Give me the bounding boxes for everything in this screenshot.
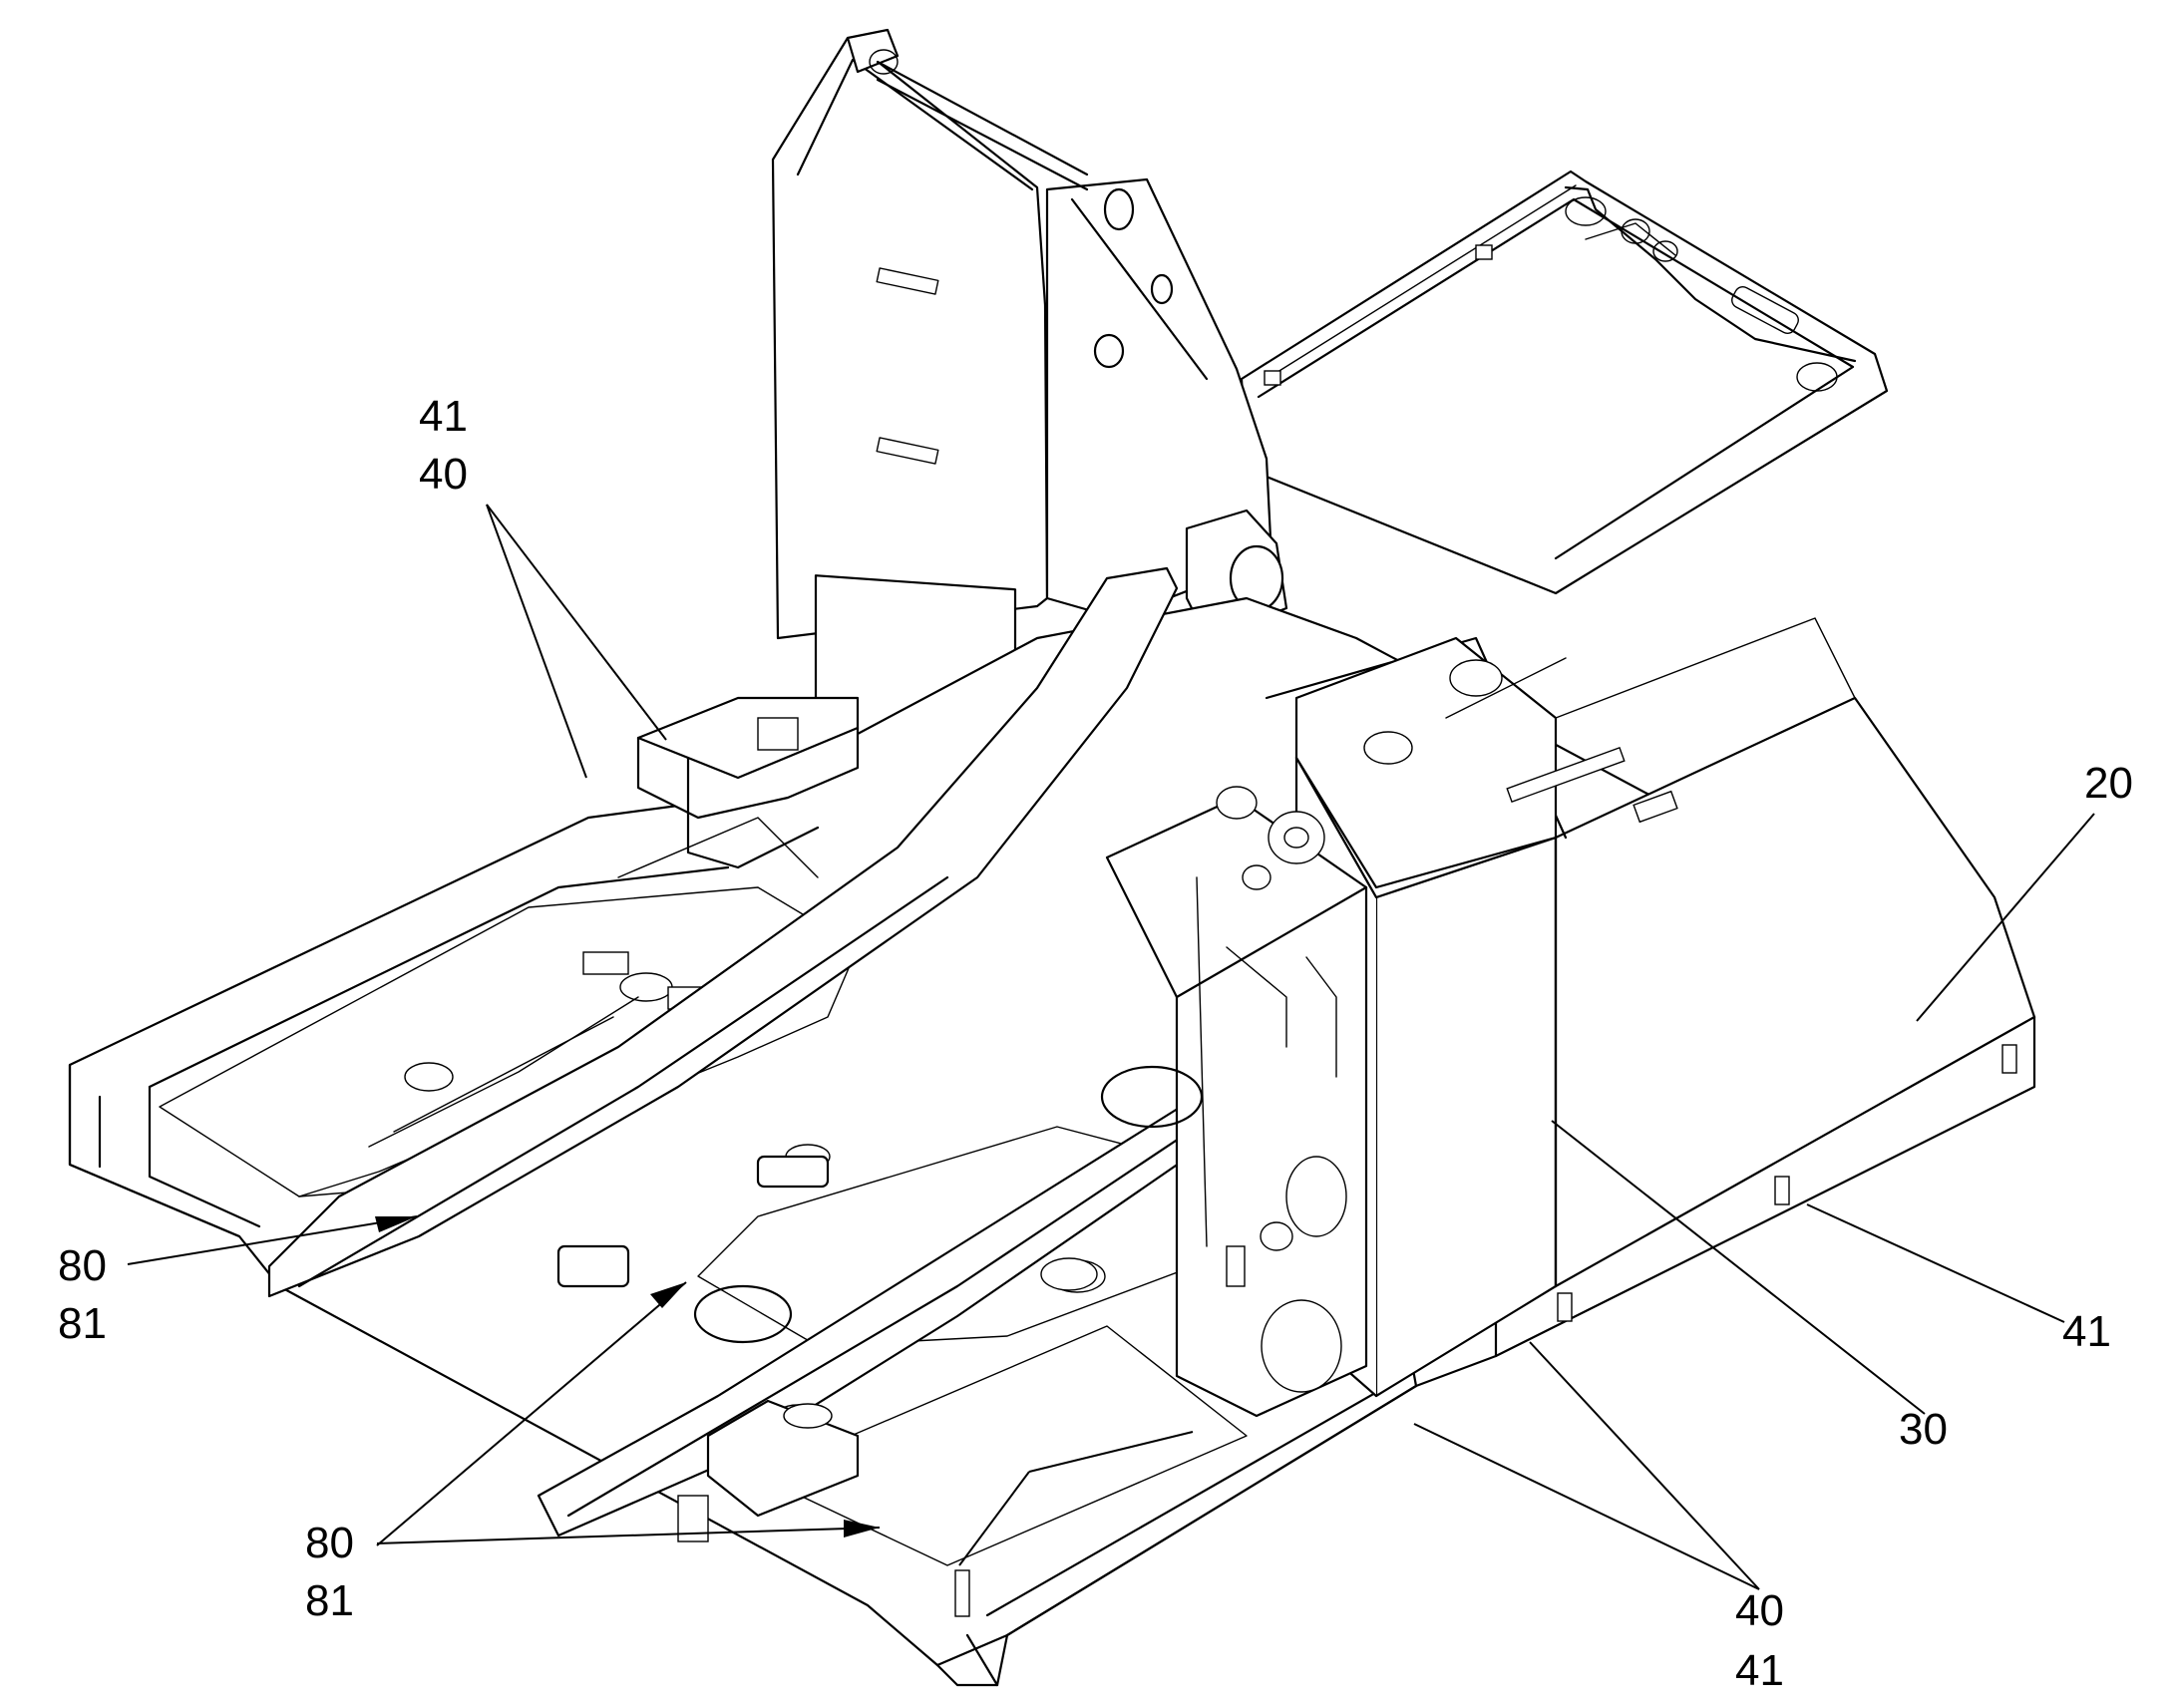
- callout-81-bottom: 81: [305, 1576, 354, 1625]
- callout-81-left: 81: [58, 1299, 107, 1348]
- callout-80-81-left: 80 81: [58, 1241, 107, 1348]
- callout-40-top: 40: [419, 450, 468, 499]
- leader-41-40-to-bracket: [486, 504, 667, 741]
- callout-80-81-bottom: 80 81: [305, 1519, 354, 1625]
- callout-20: 20: [2084, 759, 2133, 808]
- leader-41-right: [1806, 1203, 2065, 1323]
- arrowhead-80-bottom-a: [650, 1282, 686, 1308]
- diagonal-arm: [267, 566, 1249, 1537]
- leader-80-81-bottom-c: [958, 1471, 1030, 1566]
- mount-bracket: [636, 696, 860, 869]
- ring-and-pads: [556, 1065, 1204, 1617]
- leader-80-81-bottom-b: [376, 1527, 881, 1544]
- arrowhead-80-bottom-b: [844, 1520, 880, 1537]
- callout-80-left: 80: [58, 1241, 107, 1290]
- leader-80-81-bottom-a: [376, 1281, 687, 1546]
- callout-41-bottom: 41: [1735, 1646, 1784, 1695]
- callout-80-bottom: 80: [305, 1519, 354, 1567]
- leader-41-40-to-rail: [486, 504, 587, 779]
- leader-lines: [127, 504, 2095, 1590]
- callout-41-top: 41: [419, 392, 468, 441]
- leader-40-41-b: [1529, 1341, 1760, 1590]
- leader-80-81-left: [127, 1215, 418, 1265]
- leader-20: [1916, 813, 2095, 1022]
- callout-41-right: 41: [2062, 1307, 2111, 1356]
- leader-40-41-a: [1413, 1423, 1760, 1590]
- arrowhead-80-left: [375, 1216, 417, 1232]
- rear-frame: [1240, 170, 1889, 595]
- leader-30: [1551, 1120, 1926, 1415]
- callout-41-40-top: 41 40: [419, 392, 468, 499]
- boom-mast: [771, 28, 1288, 751]
- leader-80-81-bottom-d: [1028, 1431, 1194, 1473]
- callout-30: 30: [1899, 1405, 1948, 1454]
- valve-block: [1105, 786, 1368, 1418]
- callout-40-bottom: 40: [1735, 1586, 1784, 1635]
- callout-40-41-bottom: 40 41: [1735, 1586, 1784, 1695]
